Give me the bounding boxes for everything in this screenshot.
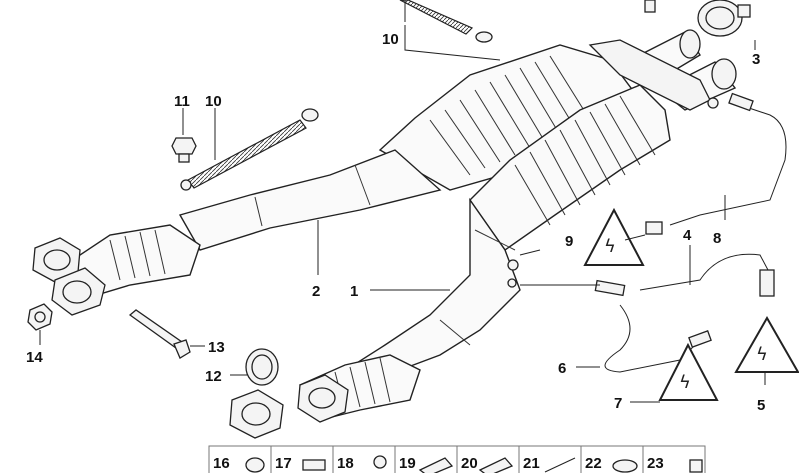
- callout-5: 5: [757, 397, 765, 414]
- thumbnail-strip: 16 17 18 19 20 21 22 23: [208, 445, 706, 473]
- callout-8: 8: [713, 230, 721, 247]
- bracket-strap-left: [180, 108, 319, 191]
- callout-11: 11: [174, 93, 190, 110]
- callout-4: 4: [683, 227, 692, 244]
- callout-7: 7: [614, 395, 622, 412]
- thumbnail-label-17: 17: [275, 455, 292, 472]
- oxygen-sensor-4: [594, 253, 775, 297]
- callout-10-left: 10: [205, 93, 222, 110]
- callout-6: 6: [558, 360, 566, 377]
- flange-left-upper: [32, 237, 106, 316]
- thumbnail-label-18: 18: [337, 455, 354, 472]
- callout-1: 1: [350, 283, 358, 300]
- callout-2: 2: [312, 283, 320, 300]
- bolt-11: [171, 137, 197, 163]
- gasket-ring-12: [245, 348, 279, 386]
- bolt-13: [128, 309, 191, 359]
- warning-label-5: ϟ: [734, 315, 799, 373]
- bracket-strap-top: [399, 0, 493, 43]
- catalytic-converter-upper: [378, 44, 641, 191]
- outlet-pipes: [588, 29, 737, 111]
- bolt-top: [644, 0, 656, 13]
- callout-9: 9: [565, 233, 573, 250]
- callout-10-top: 10: [382, 31, 399, 48]
- leader-lines: [39, 0, 766, 403]
- thumbnail-label-16: 16: [213, 455, 230, 472]
- thumbnail-label-22: 22: [585, 455, 602, 472]
- oxygen-sensor-6: [604, 304, 712, 373]
- warning-label-7: ϟ: [658, 342, 719, 401]
- warning-label-9: ϟ: [583, 207, 645, 266]
- thumbnail-label-21: 21: [523, 455, 540, 472]
- svg-text:ϟ: ϟ: [604, 236, 616, 257]
- thumbnail-label-20: 20: [461, 455, 478, 472]
- nut-14: [27, 303, 53, 331]
- svg-text:ϟ: ϟ: [679, 372, 691, 393]
- callout-14: 14: [26, 349, 43, 366]
- pipe-clamp: [697, 0, 751, 37]
- callout-3: 3: [752, 51, 760, 68]
- thumbnail-label-19: 19: [399, 455, 416, 472]
- flange-lower: [229, 374, 349, 439]
- thumbnail-label-23: 23: [647, 455, 664, 472]
- oxygen-sensor-8: [645, 92, 787, 235]
- callout-12: 12: [205, 368, 222, 385]
- callout-13: 13: [208, 339, 225, 356]
- front-pipe-2: [64, 149, 442, 301]
- catalytic-converter-lower: [469, 84, 671, 251]
- svg-text:ϟ: ϟ: [756, 344, 768, 365]
